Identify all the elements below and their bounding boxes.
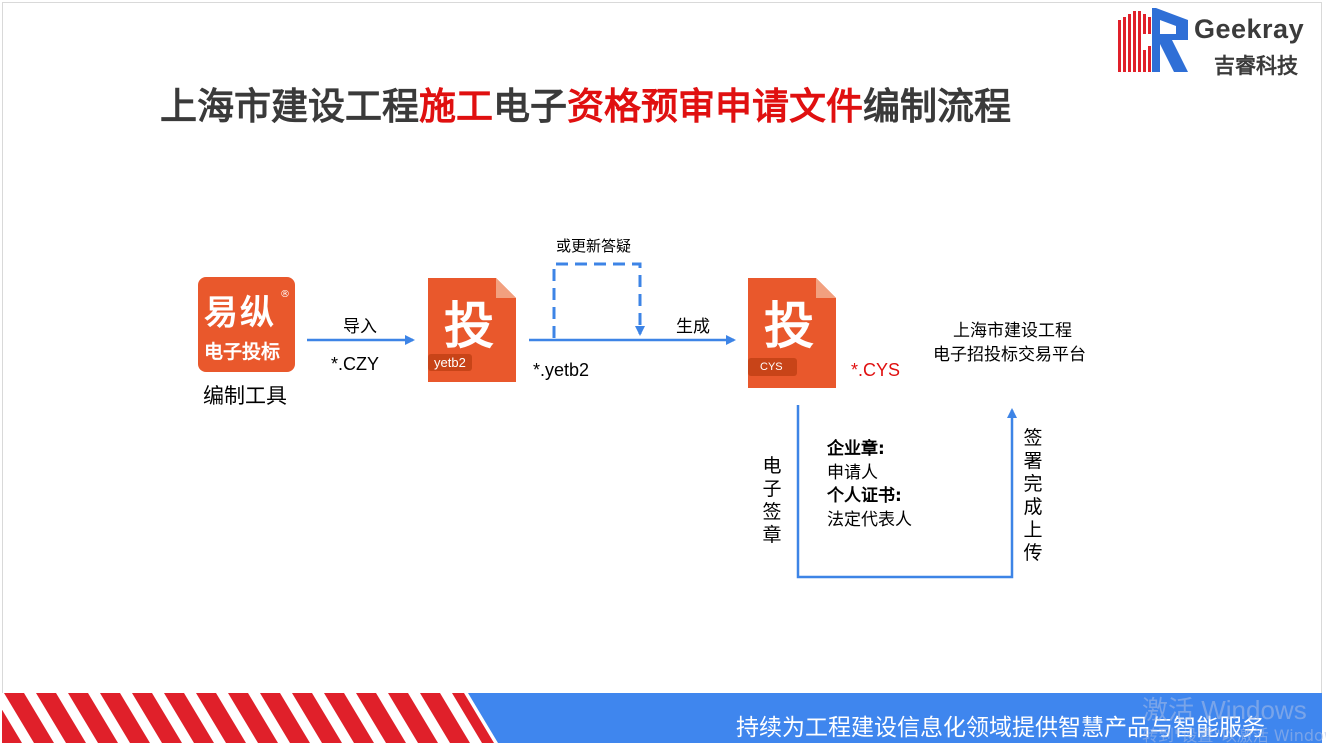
title-part-2: 施工 [419,85,493,128]
yetb2-file-badge: yetb2 [428,354,472,371]
title-part-3: 电子 [493,85,567,128]
tool-icon-reg: ® [280,289,290,300]
generate-label: 生成 [676,317,710,337]
import-ext: *.CZY [331,354,380,374]
yetb2-file-glyph: 投 [444,296,494,355]
tool-caption: 编制工具 [203,384,287,408]
geekray-logo-icon [1118,8,1188,72]
update-label: 或更新答疑 [556,237,632,255]
cys-file-glyph: 投 [764,296,814,355]
sign-label: 电子签章 [762,455,782,546]
personal-cert-label: 个人证书: [827,486,902,506]
company-seal-value: 申请人 [827,463,878,483]
platform-line1: 上海市建设工程 [953,321,1072,341]
arrow-sign-upload [796,405,1017,579]
personal-cert-value: 法定代表人 [827,510,912,530]
yetb2-ext: *.yetb2 [533,360,590,380]
logo-brand-cn: 吉睿科技 [1214,54,1298,78]
title-part-5: 编制流程 [863,85,1011,128]
title-part-4: 资格预审申请文件 [567,85,863,128]
footer-banner [2,693,1322,743]
editor-tool-icon: 易纵 ® 电子投标 [198,277,295,372]
tool-icon-line1: 易纵 [204,293,276,333]
arrow-update-loop [552,262,645,338]
logo-brand-en: Geekray [1194,14,1305,44]
cys-ext: *.CYS [851,360,901,380]
activation-watermark: 激活 Windows [1142,695,1307,725]
title-part-1: 上海市建设工程 [160,85,419,128]
tool-icon-line2: 电子投标 [204,341,281,363]
import-label: 导入 [343,317,377,337]
footer-stripes [2,693,494,743]
cys-file-badge: CYS [748,358,797,376]
company-seal-label: 企业章: [827,439,885,459]
footer-slogan: 持续为工程建设信息化领域提供智慧产品与智能服务 [736,715,1265,741]
upload-label: 签署完成上传 [1023,427,1043,564]
platform-line2: 电子招投标交易平台 [933,345,1086,365]
activation-watermark-hint: 转到"设置"以激活 Windows。 [1142,726,1326,745]
page-title: 上海市建设工程施工电子资格预审申请文件编制流程 [160,76,1011,130]
yetb2-file-icon: 投 yetb2 [428,278,518,382]
cys-file-icon: 投 CYS [748,278,838,388]
company-logo: Geekray 吉睿科技 [1116,6,1316,78]
